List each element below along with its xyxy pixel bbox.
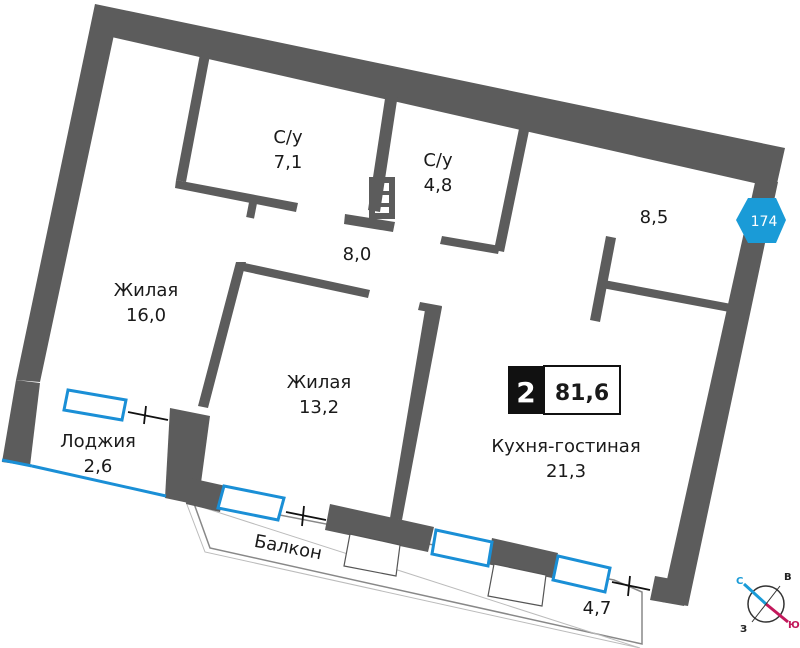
living1-name: Жилая [114, 280, 178, 301]
balcony-window-1 [216, 484, 286, 522]
kitchen-window-2 [551, 554, 612, 594]
compass-south: Ю [788, 620, 800, 631]
outer-walls [2, 4, 785, 606]
living2-name: Жилая [287, 372, 351, 393]
kitchen-area: 21,3 [546, 461, 586, 482]
kitchen-name: Кухня-гостиная [491, 436, 640, 457]
stairs-icon [369, 177, 395, 219]
living1-area: 16,0 [126, 305, 166, 326]
total-area: 81,6 [555, 381, 609, 406]
living2-area: 13,2 [299, 397, 339, 418]
apartment-number: 174 [751, 214, 778, 230]
loggia-area: 2,6 [84, 456, 113, 477]
compass-west: З [740, 624, 747, 635]
room-top-right-area: 8,5 [640, 207, 669, 228]
bath2-area: 4,8 [424, 175, 453, 196]
door-marks [127, 405, 651, 597]
balcony-area: 4,7 [583, 598, 612, 619]
bath1-name: С/у [273, 127, 303, 148]
hall-area: 8,0 [343, 244, 372, 265]
inner-walls [175, 54, 742, 520]
windows [1, 388, 612, 594]
apartment-summary: 2 81,6 [508, 365, 621, 415]
compass-east: В [784, 572, 792, 583]
compass-icon: С В Ю З [736, 572, 800, 635]
apartment-number-badge: 174 [736, 198, 786, 243]
balcony-blocks [343, 533, 547, 607]
bath1-area: 7,1 [274, 152, 303, 173]
loggia-name: Лоджия [60, 431, 136, 452]
rooms-count: 2 [516, 376, 535, 409]
bath2-name: С/у [423, 150, 453, 171]
kitchen-window-1 [430, 528, 494, 568]
loggia-window [62, 388, 128, 422]
compass-north: С [736, 576, 743, 587]
